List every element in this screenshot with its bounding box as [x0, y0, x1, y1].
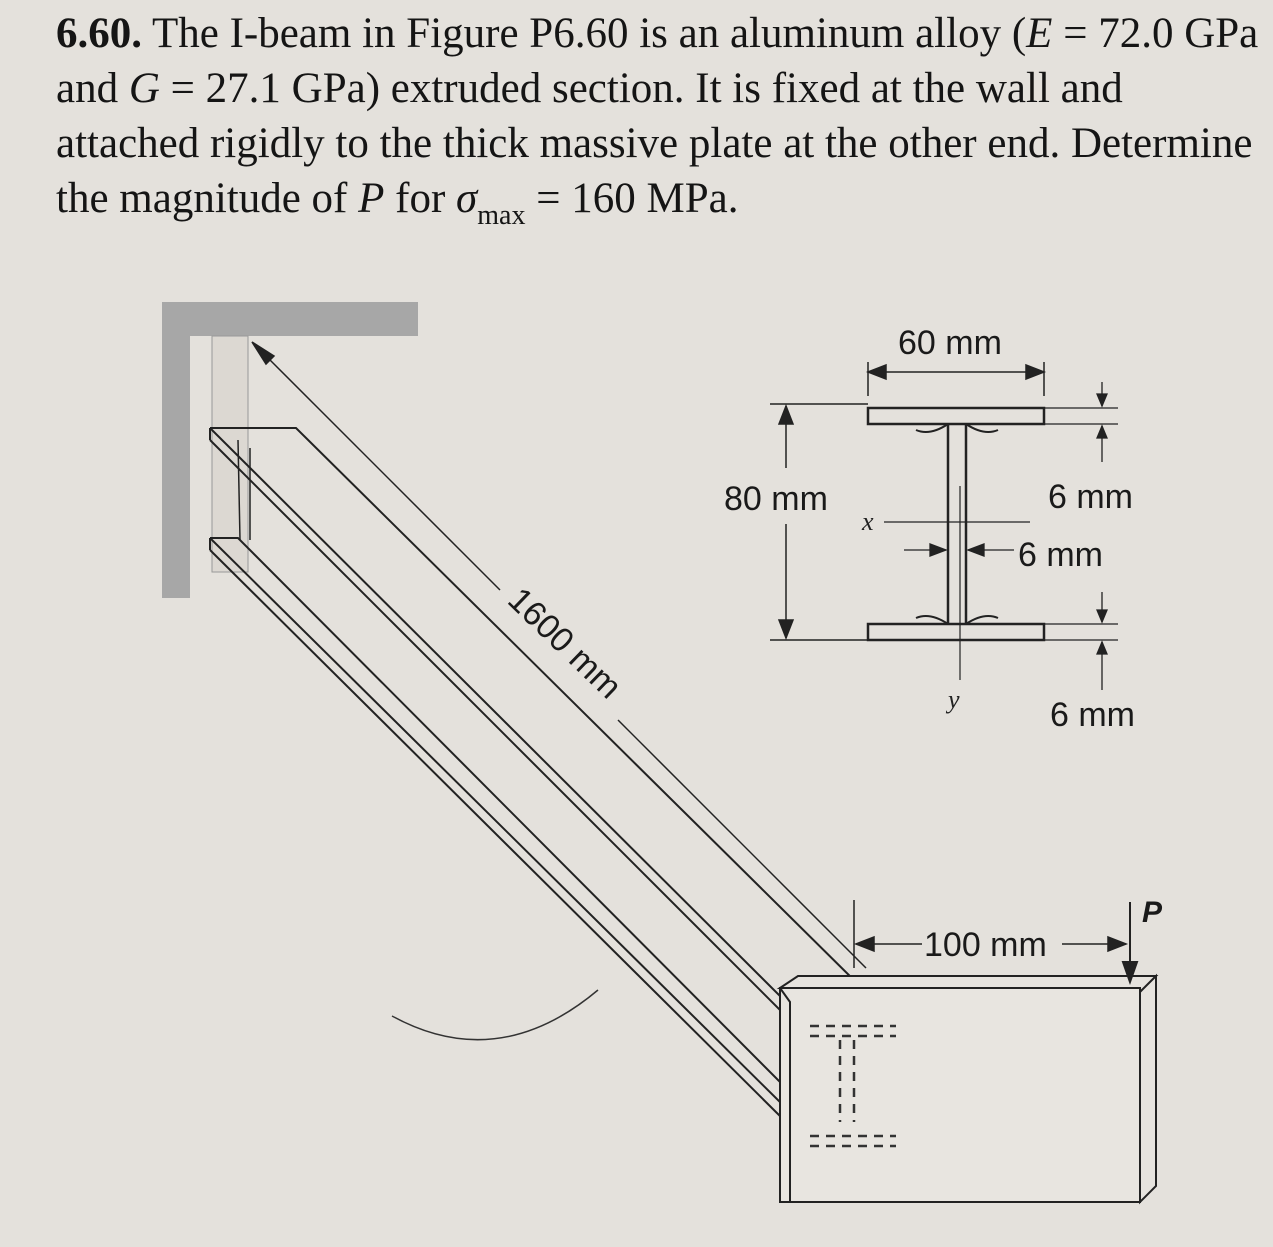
wall-mount-plate	[211, 335, 249, 573]
end-plate	[776, 973, 1159, 1205]
symbol-sigma: σ	[456, 175, 478, 222]
problem-text-5: = 160 MPa.	[525, 175, 739, 222]
problem-text-2: = 72.0 GPa and	[56, 10, 1259, 112]
symbol-sigma-sub: max	[477, 200, 526, 231]
depth-label: 80 mm	[724, 480, 828, 518]
symbol-E: E	[1026, 10, 1053, 57]
axis-x-label: x	[861, 507, 874, 536]
axis-y-label: y	[945, 685, 960, 714]
curve-mark	[391, 989, 599, 1041]
beam-bottom-flange	[209, 537, 789, 1121]
length-label: 1600 mm	[500, 580, 628, 706]
section-top-flange	[866, 406, 1046, 426]
problem-text-3: = 27.1 GPa) extruded section. It is fixe…	[56, 65, 1253, 222]
beam-web	[237, 439, 251, 541]
flange-bottom-thickness-label: 6 mm	[1050, 696, 1135, 734]
width-label: 60 mm	[898, 324, 1002, 362]
symbol-G: G	[128, 65, 160, 112]
section-bottom-flange	[866, 622, 1046, 642]
length-dimension	[251, 341, 867, 969]
problem-statement: 6.60. The I-beam in Figure P6.60 is an a…	[56, 6, 1261, 231]
symbol-P: P	[358, 175, 385, 222]
depth-dimension	[770, 403, 868, 641]
problem-number: 6.60.	[56, 10, 142, 57]
wall-support	[162, 302, 418, 598]
load-offset-label: 100 mm	[924, 926, 1047, 964]
problem-text-4: for	[384, 175, 457, 222]
beam-top-flange	[209, 427, 867, 1019]
problem-text-1: The I-beam in Figure P6.60 is an aluminu…	[142, 10, 1027, 57]
load-offset-dimension	[853, 900, 1129, 968]
flange-bottom-thickness-dimension	[1044, 592, 1118, 690]
load-label: P	[1142, 896, 1163, 929]
section-web	[915, 423, 999, 625]
flange-top-thickness-dimension	[1044, 382, 1118, 462]
web-thickness-dimension	[904, 543, 1014, 557]
end-plate-hidden-section	[810, 1024, 896, 1148]
load-arrow	[1121, 902, 1139, 986]
width-dimension	[865, 362, 1047, 396]
flange-top-thickness-label: 6 mm	[1048, 478, 1133, 516]
web-thickness-label: 6 mm	[1018, 536, 1103, 574]
